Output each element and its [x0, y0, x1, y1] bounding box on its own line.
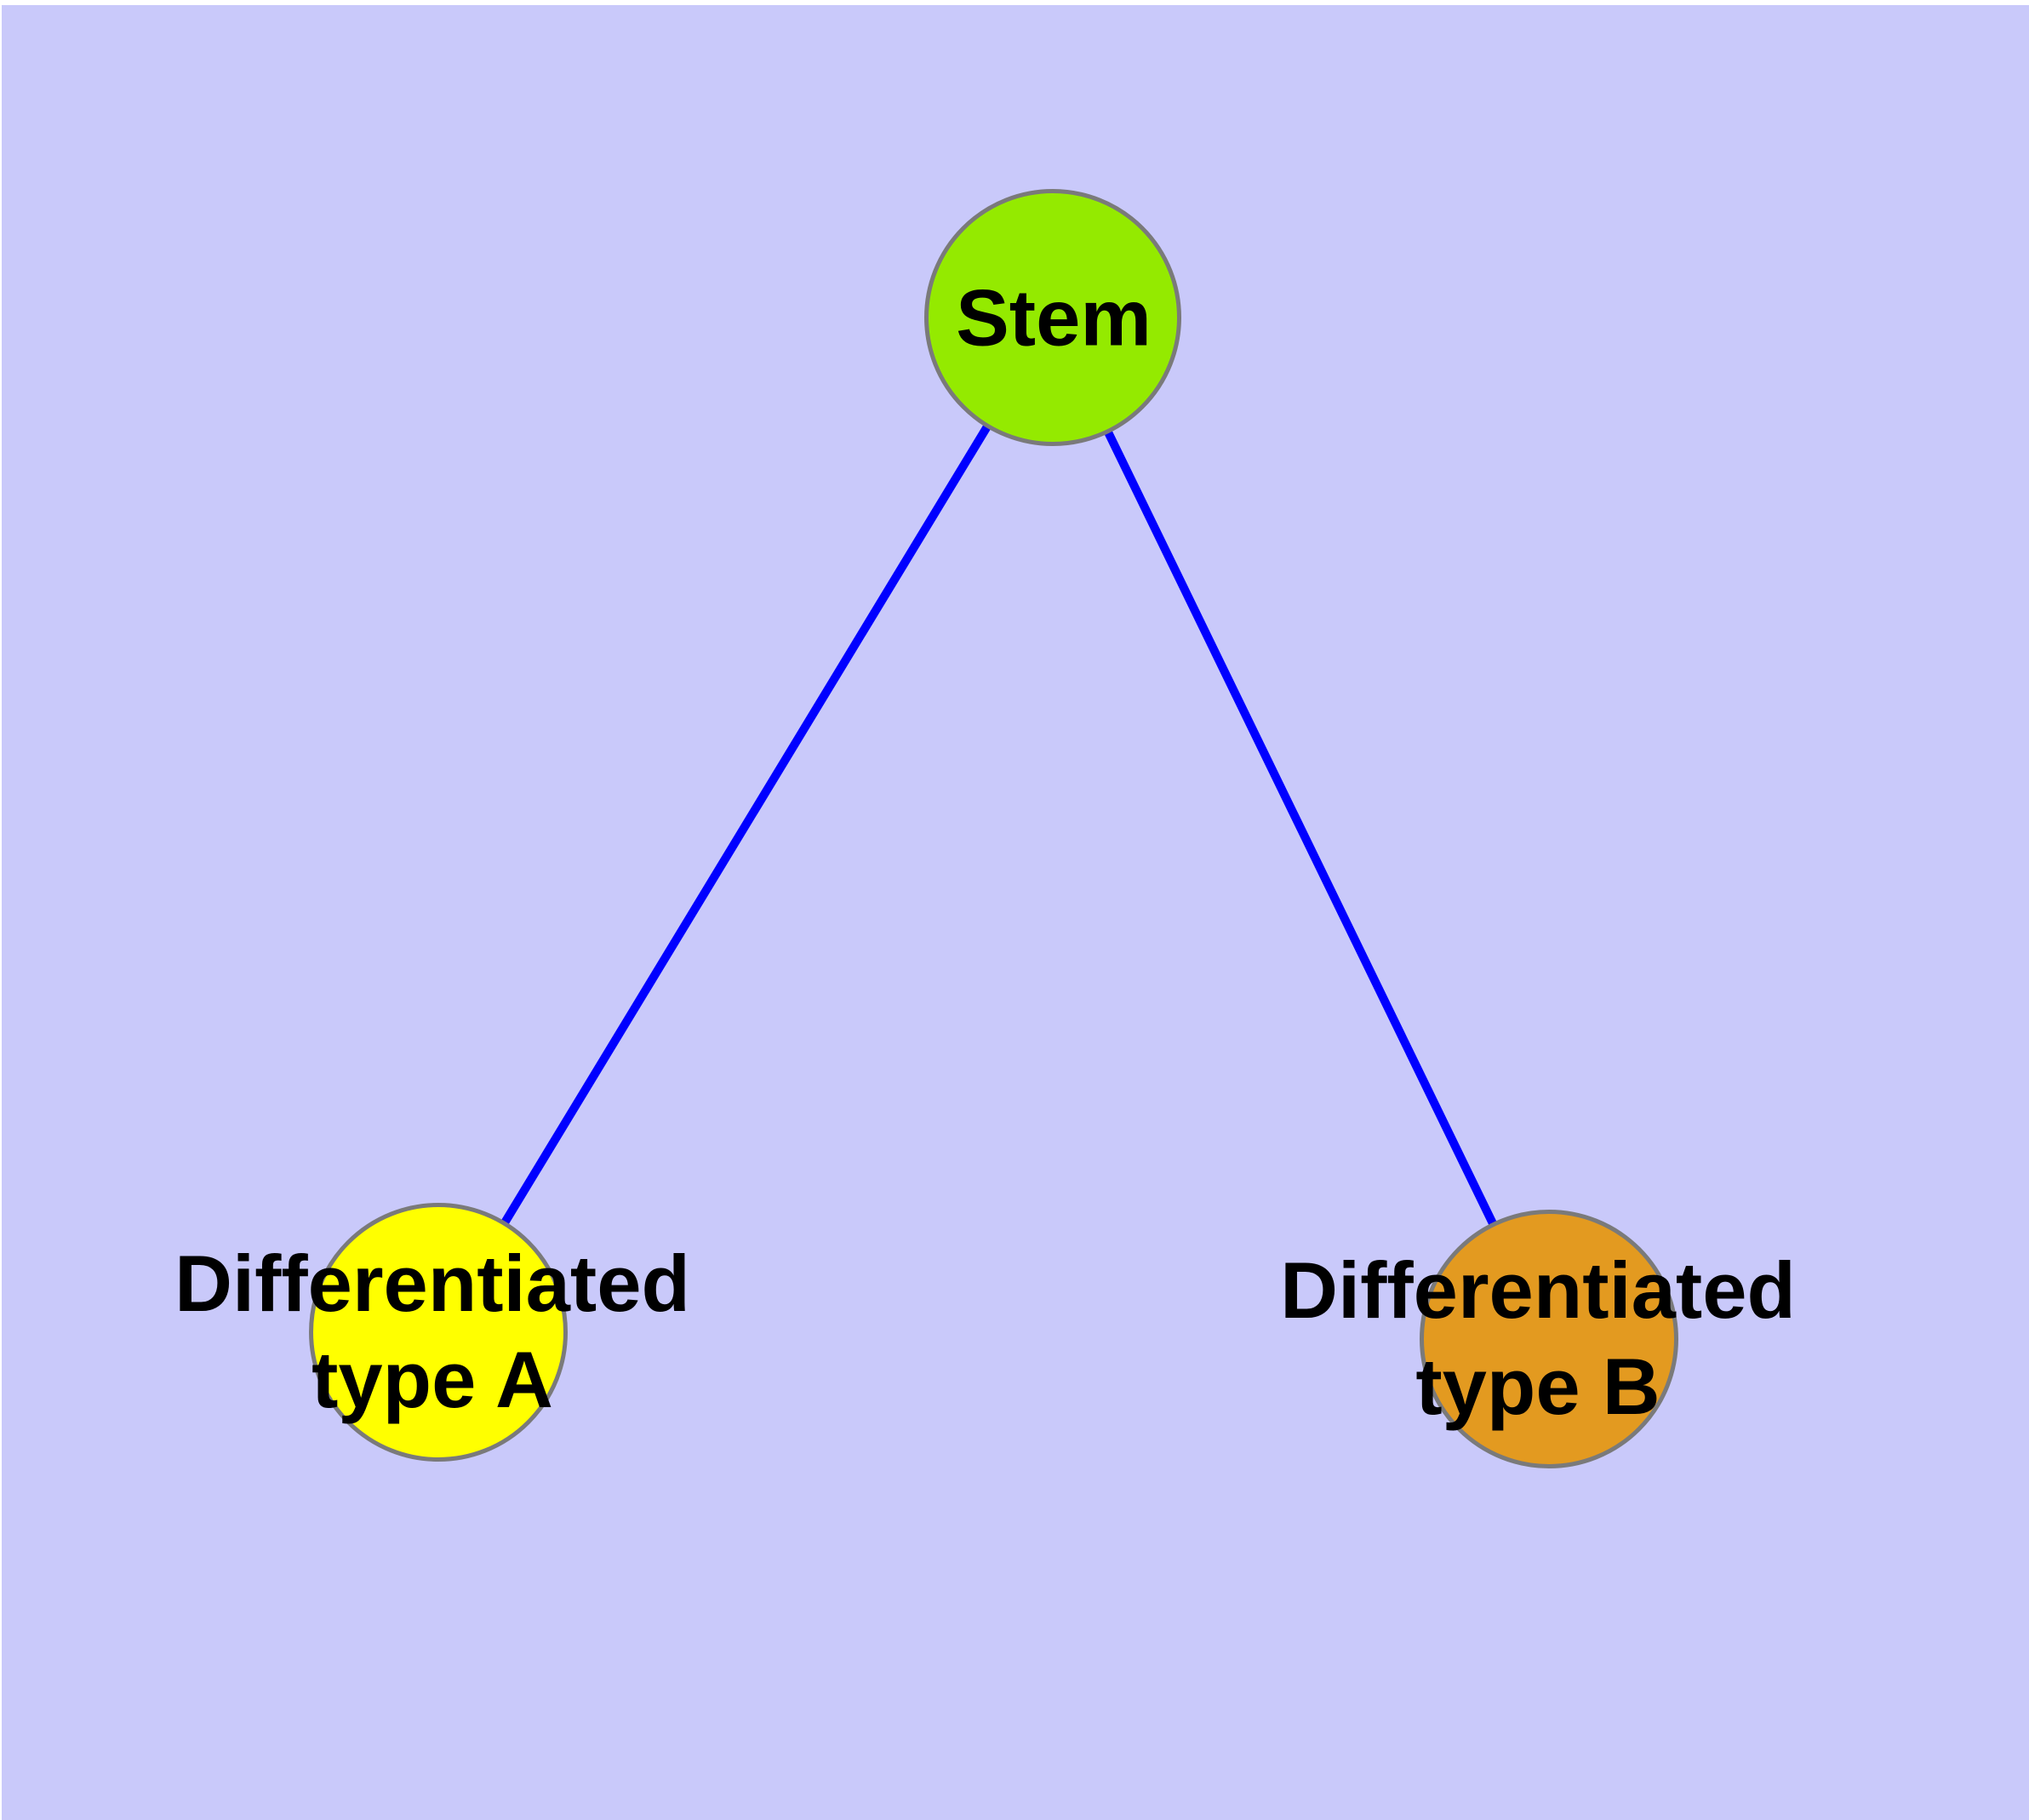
node-differentiated-type-a[interactable]	[309, 1203, 568, 1462]
node-stem[interactable]	[924, 189, 1181, 446]
node-differentiated-type-b[interactable]	[1420, 1210, 1678, 1468]
edge-stem-to-type-a[interactable]	[434, 316, 1057, 1335]
edge-stem-to-type-b[interactable]	[1049, 316, 1553, 1342]
